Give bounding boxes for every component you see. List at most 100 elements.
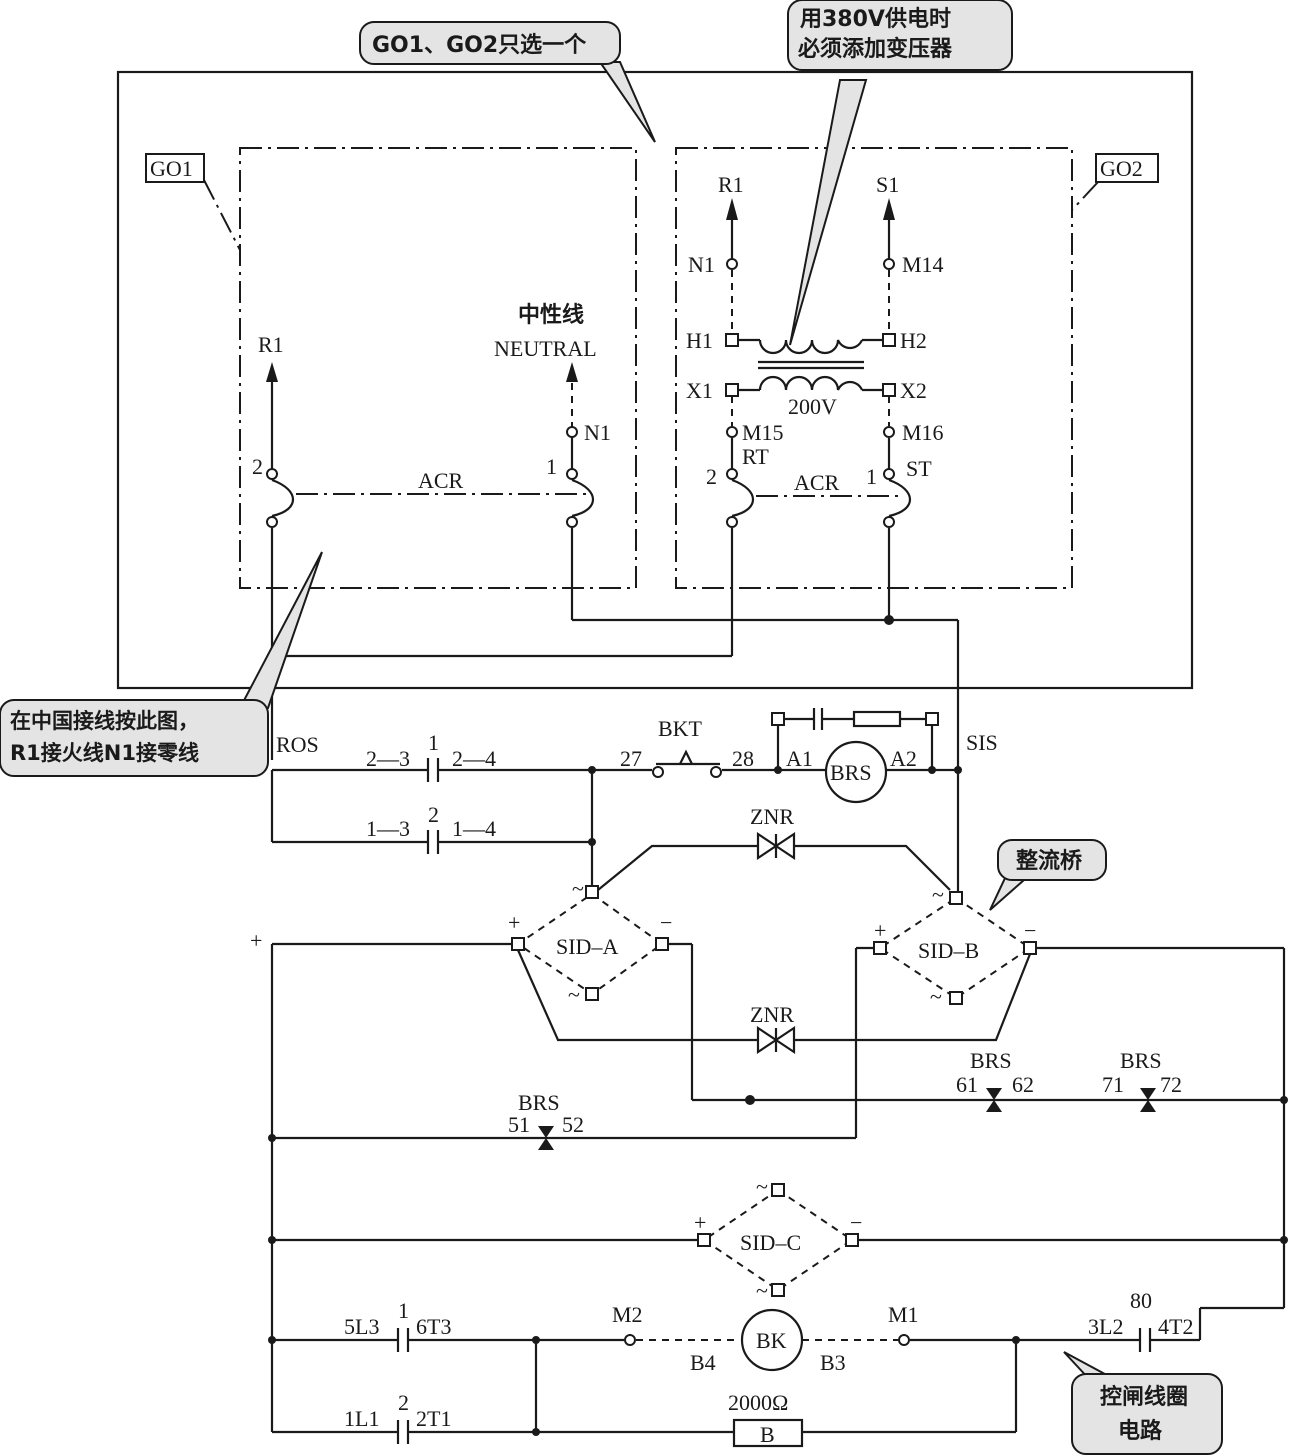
svg-text:6T3: 6T3 (416, 1314, 451, 1339)
svg-text:S1: S1 (876, 172, 899, 197)
svg-text:1—3: 1—3 (366, 816, 410, 841)
svg-text:用380V供电时: 用380V供电时 (800, 6, 951, 32)
svg-text:51: 51 (508, 1112, 530, 1137)
sid-a-bridge: SID–A ~ + − ~ (508, 876, 672, 1007)
svg-text:2T1: 2T1 (416, 1406, 451, 1431)
svg-text:BRS: BRS (1120, 1048, 1162, 1073)
callout-transformer: 用380V供电时 必须添加变压器 (787, 0, 1013, 346)
bkt-switch: BKT 27 28 (620, 716, 826, 778)
svg-text:GO1、GO2只选一个: GO1、GO2只选一个 (372, 33, 587, 58)
svg-text:~: ~ (756, 1174, 768, 1199)
svg-text:52: 52 (562, 1112, 584, 1137)
svg-text:R1接火线N1接零线: R1接火线N1接零线 (10, 741, 199, 765)
svg-text:B3: B3 (820, 1350, 846, 1375)
go2-box (675, 147, 1073, 589)
svg-text:1: 1 (398, 1298, 409, 1323)
bk-coil: BK B4 B3 (690, 1308, 846, 1375)
junction (1280, 1236, 1288, 1244)
svg-text:2: 2 (428, 802, 439, 827)
go2-st-line: M16 ST 1 (866, 396, 944, 489)
resistor-b: B 2000Ω (728, 1390, 804, 1448)
svg-text:ZNR: ZNR (750, 804, 794, 829)
svg-text:~: ~ (930, 984, 942, 1009)
svg-text:控闸线圈: 控闸线圈 (1100, 1384, 1188, 1410)
svg-text:M14: M14 (902, 252, 944, 277)
svg-text:ACR: ACR (418, 468, 464, 493)
sid-b-bridge: SID–B ~ + − ~ (873, 882, 1037, 1009)
svg-text:2: 2 (398, 1390, 409, 1415)
contact-1: 2—3 1 2—4 (272, 730, 652, 782)
svg-text:28: 28 (732, 746, 754, 771)
contact-3l2-4t2: 3L2 80 4T2 (1088, 1288, 1193, 1352)
transformer: H1 H2 X1 X2 200V (686, 328, 927, 419)
svg-text:H2: H2 (900, 328, 927, 353)
brs-motor: BRS A1 A2 (771, 708, 958, 804)
svg-text:SID–C: SID–C (740, 1230, 801, 1255)
svg-text:1: 1 (546, 454, 557, 479)
svg-text:2: 2 (706, 464, 717, 489)
svg-text:71: 71 (1102, 1072, 1124, 1097)
svg-text:BKT: BKT (658, 716, 703, 741)
m2-label: M2 (612, 1302, 643, 1327)
svg-text:GO1: GO1 (150, 156, 193, 181)
svg-text:+: + (874, 918, 886, 943)
svg-text:2—3: 2—3 (366, 746, 410, 771)
svg-text:~: ~ (932, 882, 944, 907)
svg-text:2000Ω: 2000Ω (728, 1390, 788, 1415)
svg-text:RT: RT (742, 444, 769, 469)
svg-text:H1: H1 (686, 328, 713, 353)
svg-text:1—4: 1—4 (452, 816, 496, 841)
znr-mid: ZNR (516, 949, 1032, 1055)
znr-top: ZNR (597, 804, 951, 891)
callout-trip-coil: 控闸线圈 电路 (1063, 1351, 1223, 1455)
svg-text:80: 80 (1130, 1288, 1152, 1313)
svg-text:R1: R1 (718, 172, 744, 197)
contact-5l3-6t3: 5L3 1 6T3 (344, 1298, 451, 1352)
svg-text:BK: BK (756, 1328, 787, 1353)
junction (745, 1095, 755, 1105)
contact-2: 1—3 2 1—4 (270, 770, 592, 854)
svg-text:GO2: GO2 (1100, 156, 1143, 181)
m1-terminal (898, 1334, 910, 1346)
svg-text:2: 2 (252, 454, 263, 479)
svg-text:3L2: 3L2 (1088, 1314, 1123, 1339)
svg-text:SID–B: SID–B (918, 938, 979, 963)
go1-acr-contacts: ACR (266, 468, 594, 528)
go2-rt-line: M15 RT 2 (706, 396, 784, 489)
junction (268, 1236, 276, 1244)
svg-text:X1: X1 (686, 378, 713, 403)
svg-text:62: 62 (1012, 1072, 1034, 1097)
svg-text:72: 72 (1160, 1072, 1182, 1097)
svg-text:X2: X2 (900, 378, 927, 403)
svg-text:ST: ST (906, 456, 932, 481)
junction (532, 1428, 540, 1436)
svg-text:200V: 200V (788, 394, 837, 419)
svg-text:B: B (760, 1422, 775, 1447)
svg-text:1: 1 (866, 464, 877, 489)
svg-text:R1: R1 (258, 332, 284, 357)
go1-box (239, 147, 637, 589)
svg-text:−: − (850, 1210, 862, 1235)
svg-text:2—4: 2—4 (452, 746, 496, 771)
svg-text:1L1: 1L1 (344, 1406, 379, 1431)
svg-text:N1: N1 (584, 420, 611, 445)
svg-text:27: 27 (620, 746, 642, 771)
go2-acr-contacts: ACR (726, 468, 911, 528)
svg-text:BRS: BRS (830, 760, 872, 785)
svg-text:在中国接线按此图，: 在中国接线按此图， (10, 709, 199, 733)
callout-china-wiring: 在中国接线按此图， R1接火线N1接零线 (0, 551, 323, 777)
svg-text:NEUTRAL: NEUTRAL (494, 336, 597, 361)
brs-contact-71-72: BRS 71 72 (1102, 1048, 1182, 1112)
svg-text:−: − (1024, 918, 1036, 943)
outer-enclosure (116, 70, 1194, 690)
svg-text:A1: A1 (786, 746, 813, 771)
svg-text:M15: M15 (742, 420, 784, 445)
svg-text:61: 61 (956, 1072, 978, 1097)
svg-text:N1: N1 (688, 252, 715, 277)
go1-r1-line: R1 2 (252, 332, 284, 479)
svg-text:5L3: 5L3 (344, 1314, 379, 1339)
go1-tag: GO1 (145, 153, 241, 251)
svg-text:1: 1 (428, 730, 439, 755)
svg-text:~: ~ (568, 982, 580, 1007)
